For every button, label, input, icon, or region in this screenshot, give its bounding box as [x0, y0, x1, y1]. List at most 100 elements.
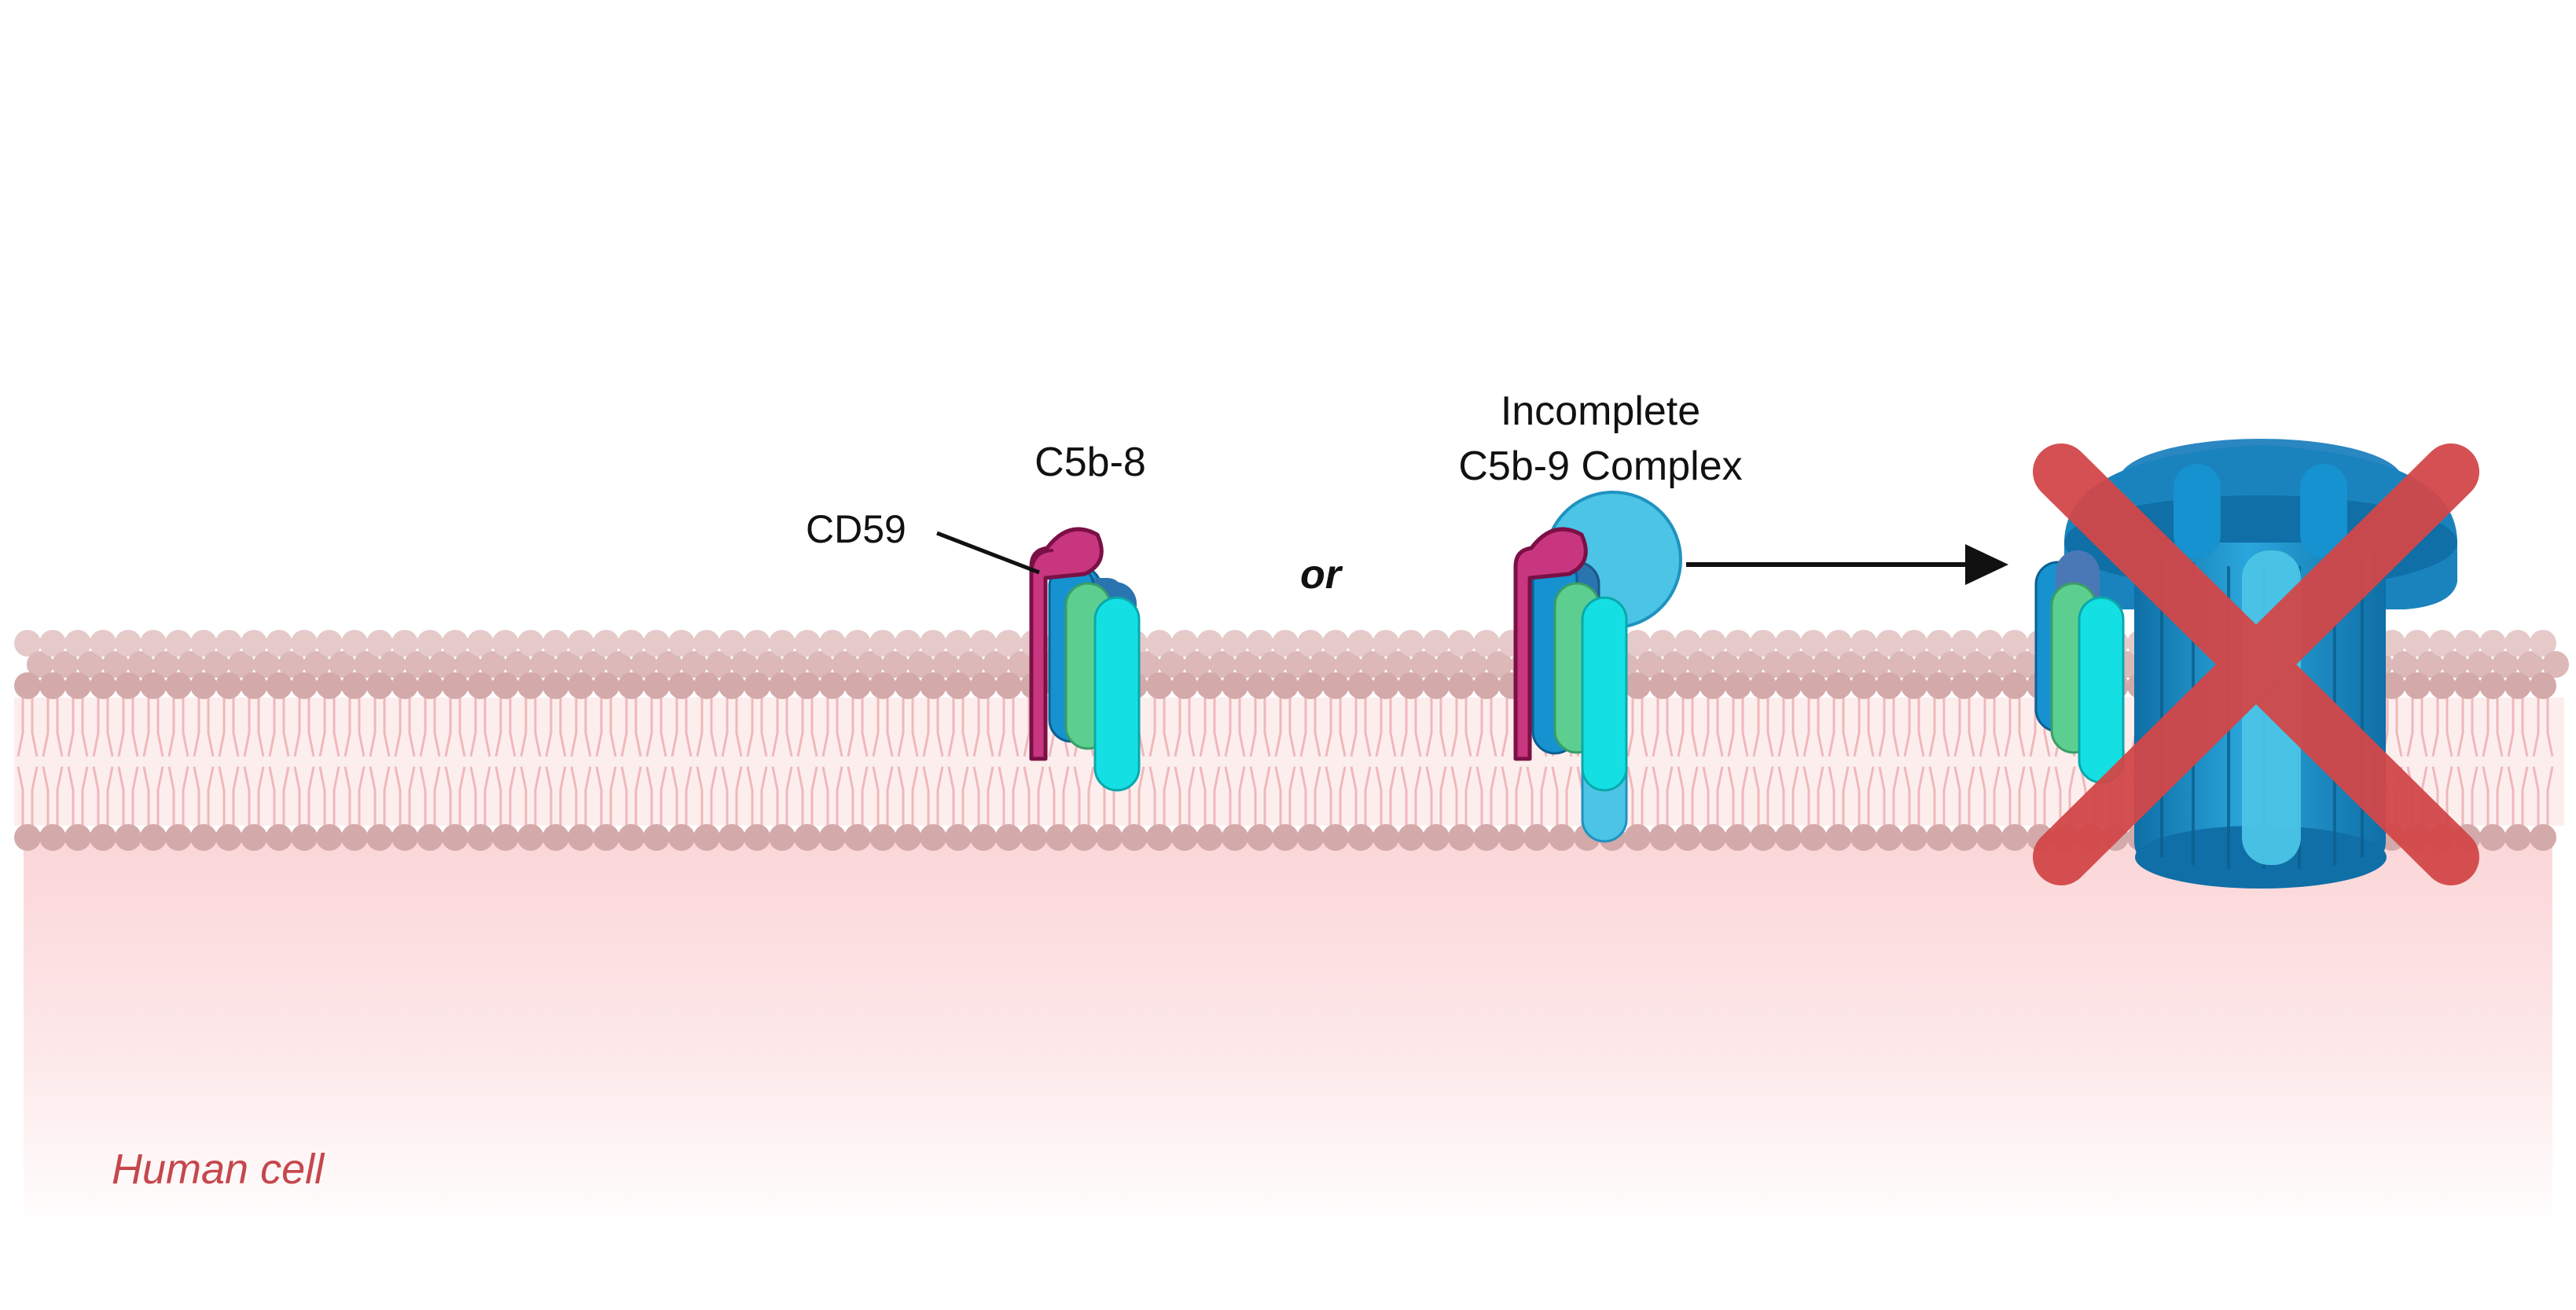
lipid-head — [203, 651, 230, 678]
lipid-tail — [671, 697, 693, 757]
lipid-head — [404, 651, 431, 678]
lipid-head — [1775, 824, 1802, 851]
lipid-tail — [243, 766, 265, 826]
lipid-head — [2454, 630, 2481, 657]
lipid-head — [718, 630, 745, 657]
label-incomplete-line1: Incomplete — [1501, 388, 1700, 434]
lipid-head — [1146, 672, 1173, 699]
lipid-head — [266, 824, 292, 851]
lipid-head — [140, 672, 167, 699]
lipid-head — [1775, 672, 1802, 699]
lipid-head — [882, 651, 909, 678]
lipid-head — [14, 824, 41, 851]
lipid-tail — [494, 766, 516, 826]
lipid-tail — [671, 766, 693, 826]
lipid-tail — [1953, 766, 1975, 826]
lipid-tail — [1148, 697, 1170, 757]
lipid-head — [995, 824, 1022, 851]
lipid-head — [1196, 630, 1223, 657]
lipid-head — [819, 630, 846, 657]
lipid-tail — [469, 766, 491, 826]
lipid-head — [1938, 651, 1965, 678]
lipid-head — [718, 672, 745, 699]
label-c5b8: C5b-8 — [1034, 440, 1146, 485]
lipid-head — [2542, 651, 2569, 678]
lipid-head — [391, 630, 418, 657]
lipid-head — [1247, 824, 1273, 851]
lipid-tail — [1853, 766, 1875, 826]
lipid-tail — [847, 697, 869, 757]
lipid-head — [1901, 824, 1927, 851]
lipid-tail — [771, 697, 793, 757]
lipid-tail — [1928, 697, 1950, 757]
lipid-head — [190, 630, 217, 657]
lipid-tail — [1450, 766, 1472, 826]
lipid-head — [2001, 672, 2028, 699]
lipid-tail — [1274, 766, 1296, 826]
lipid-tail — [998, 766, 1020, 826]
lipid-tail — [796, 766, 818, 826]
lipid-tail — [1501, 766, 1523, 826]
lipid-tail — [469, 697, 491, 757]
lipid-tail — [821, 697, 843, 757]
lipid-head — [1838, 651, 1865, 678]
lipid-head — [1347, 630, 1374, 657]
lipid-head — [1976, 672, 2003, 699]
lipid-tail — [520, 697, 542, 757]
lipid-head — [1926, 824, 1953, 851]
lipid-tail — [1727, 766, 1749, 826]
lipid-tail — [268, 697, 290, 757]
lipid-head — [630, 651, 657, 678]
lipid-head — [1297, 672, 1324, 699]
lipid-tail — [1702, 697, 1724, 757]
lipid-head — [794, 824, 821, 851]
lipid-head — [1146, 630, 1173, 657]
lipid-tail — [746, 697, 768, 757]
lipid-head — [769, 824, 796, 851]
lipid-head — [1976, 824, 2003, 851]
lipid-head — [1184, 651, 1211, 678]
lipid-tail — [1878, 697, 1900, 757]
lipid-head — [844, 630, 871, 657]
lipid-head — [1146, 824, 1173, 851]
lipid-head — [693, 630, 720, 657]
lipid-tail — [998, 697, 1020, 757]
lipid-head — [1234, 651, 1261, 678]
lipid-head — [1045, 824, 1072, 851]
lipid-tail — [1828, 697, 1850, 757]
lipid-tail — [42, 697, 64, 757]
lipid-head — [341, 824, 368, 851]
lipid-tail — [2457, 697, 2479, 757]
lipid-tail — [1652, 697, 1674, 757]
lipid-head — [568, 630, 594, 657]
lipid-head — [1209, 651, 1236, 678]
lipid-head — [920, 672, 946, 699]
lipid-head — [744, 672, 770, 699]
lipid-head — [1247, 672, 1273, 699]
lipid-tail — [847, 766, 869, 826]
lipid-head — [1347, 672, 1374, 699]
lipid-head — [1335, 651, 1361, 678]
lipid-head — [102, 651, 129, 678]
lipid-head — [2429, 630, 2456, 657]
lipid-head — [983, 651, 1009, 678]
lipid-tail — [1249, 766, 1271, 826]
lipid-head — [1725, 672, 1751, 699]
lipid-head — [329, 651, 355, 678]
lipid-tail — [947, 766, 969, 826]
lipid-head — [39, 672, 66, 699]
lipid-tail — [897, 697, 919, 757]
lipid-head — [1876, 824, 1902, 851]
lipid-head — [1649, 672, 1676, 699]
lipid-head — [316, 630, 343, 657]
lipid-tail — [1224, 697, 1246, 757]
lipid-tail — [2482, 766, 2504, 826]
lipid-head — [417, 630, 443, 657]
lipid-head — [1712, 651, 1739, 678]
lipid-head — [517, 824, 544, 851]
lipid-head — [1423, 672, 1450, 699]
lipid-head — [656, 651, 682, 678]
lipid-head — [1360, 651, 1387, 678]
lipid-head — [1171, 824, 1198, 851]
lipid-head — [970, 672, 997, 699]
